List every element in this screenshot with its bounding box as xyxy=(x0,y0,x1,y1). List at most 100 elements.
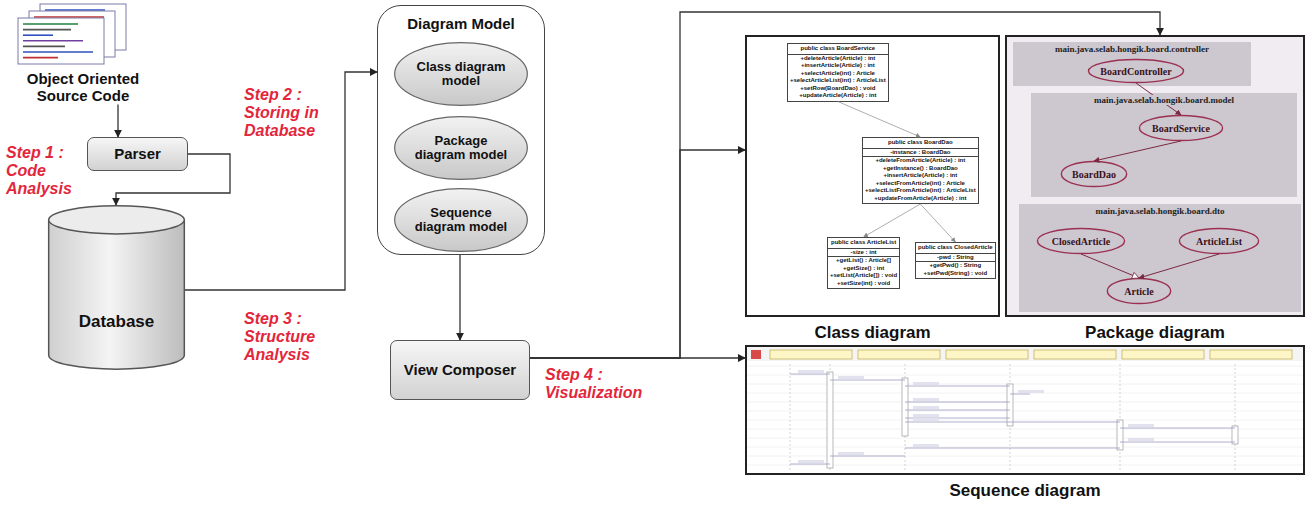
message-text-mark xyxy=(913,382,939,385)
model-ellipse: Sequence diagram model xyxy=(394,188,528,252)
package-ellipse: Article xyxy=(1107,278,1171,304)
class-box: public class ClosedArticle-pwd : String+… xyxy=(915,242,996,279)
source-label: Object Oriented Source Code xyxy=(8,70,158,105)
panel-caption: Sequence diagram xyxy=(747,481,1303,501)
panel-caption: Class diagram xyxy=(747,323,998,343)
code-line xyxy=(23,46,65,48)
lifeline xyxy=(790,364,791,472)
package-name: main.java.selab.hongik.board.model xyxy=(1092,95,1236,105)
step-label: Step 1 : Code Analysis xyxy=(6,144,82,198)
class-name: public class ArticleList xyxy=(828,238,899,248)
class-member: +getList() : Article[] xyxy=(828,256,899,265)
package-panel-ground xyxy=(1007,37,1303,315)
message-text-mark xyxy=(913,398,939,401)
package-ellipse: ArticleList xyxy=(1179,228,1259,254)
node-label: Parser xyxy=(114,145,161,162)
label-holder: Step 2 : Storing in Database xyxy=(244,86,326,140)
code-line xyxy=(23,34,53,36)
label-holder: Step 3 : Structure Analysis xyxy=(244,310,336,364)
package-band: main.java.selab.hongik.board.controllerB… xyxy=(1013,42,1251,86)
class-box: public class ArticleList-size : int+getL… xyxy=(827,237,900,289)
diagram-tab xyxy=(770,350,852,359)
node-label: Database xyxy=(79,312,155,332)
class-name: public class ClosedArticle xyxy=(916,243,995,253)
package-ellipse: BoardService xyxy=(1139,115,1223,141)
process-box: Parser xyxy=(87,137,188,171)
code-line xyxy=(23,51,93,53)
connector xyxy=(864,204,921,237)
package-band: main.java.selab.hongik.board.dtoClosedAr… xyxy=(1019,204,1301,312)
ellipse-shape xyxy=(1061,162,1126,187)
class-member: +getSize() : int xyxy=(828,265,899,273)
code-line xyxy=(23,57,58,59)
message-line xyxy=(830,456,905,457)
message-text-mark xyxy=(798,370,824,373)
node-label: ArticleList xyxy=(1196,236,1242,247)
ellipse-shape xyxy=(1037,229,1124,254)
class-box: public class BoardService+deleteArticle(… xyxy=(787,43,889,102)
ellipse-shape xyxy=(395,189,528,252)
message-line xyxy=(905,402,1010,403)
class-member: +insertArticle(Article) : int xyxy=(863,172,978,180)
lifeline xyxy=(1235,364,1236,472)
node-label: Article xyxy=(1124,286,1153,297)
message-line xyxy=(1120,442,1235,443)
package-name: main.java.selab.hongik.board.controller xyxy=(1053,44,1211,54)
node-label: BoardController xyxy=(1100,66,1171,77)
class-member: +deleteFromArticle(Article) : int xyxy=(863,156,978,165)
activation-bar xyxy=(1007,384,1013,426)
class-member: +insertArticle(Article) : int xyxy=(788,62,888,70)
class-member: +setSize(int) : void xyxy=(828,280,899,288)
node-label: View Composer xyxy=(404,361,516,378)
step-label: Step 2 : Storing in Database xyxy=(244,86,326,140)
model-container: Diagram ModelClass diagram modelPackage … xyxy=(377,5,545,255)
connector xyxy=(1136,83,1181,115)
message-text-mark xyxy=(913,414,939,417)
activation-bar xyxy=(902,378,908,436)
package-ellipse: BoardController xyxy=(1088,59,1184,83)
connector xyxy=(530,357,745,358)
ellipse-shape xyxy=(1179,229,1258,254)
class-member: +updateArticle(Article) : int xyxy=(788,92,888,100)
code-page xyxy=(18,18,104,64)
class-member: -pwd : String xyxy=(916,253,995,262)
class-member: +selectArticleList(int) : ArticleList xyxy=(788,77,888,85)
diagram-tab xyxy=(946,350,1028,359)
connector xyxy=(920,204,955,242)
class-member: -instance : BoardDao xyxy=(863,148,978,157)
connector xyxy=(185,72,377,290)
row-rule xyxy=(747,456,1303,457)
package-ellipse: ClosedArticle xyxy=(1037,228,1125,254)
message-line xyxy=(790,464,830,465)
tab-bar xyxy=(747,347,1303,361)
diagram-tab xyxy=(1210,350,1292,359)
message-line xyxy=(905,448,1120,449)
node-label: Class diagram model xyxy=(412,60,510,88)
class-member: -size : int xyxy=(828,248,899,257)
shape-outline xyxy=(48,205,185,370)
class-name: public class BoardService xyxy=(788,44,888,54)
connector xyxy=(1094,141,1181,161)
activation-bar xyxy=(1232,426,1238,444)
connector xyxy=(116,154,230,205)
code-line xyxy=(23,29,71,31)
connector xyxy=(838,102,921,138)
source-code-icon xyxy=(18,4,126,64)
database-cylinder: Database xyxy=(48,205,185,370)
connector xyxy=(117,105,118,138)
node-label: Package diagram model xyxy=(412,134,510,162)
class-member: +setList(Article[]) : void xyxy=(828,272,899,280)
class-member: +setPwd(String) : void xyxy=(916,270,995,278)
class-member: +getPwd() : String xyxy=(916,261,995,270)
panel-caption: Package diagram xyxy=(1007,323,1303,343)
class-member: +selectFromArticle(int) : Article xyxy=(863,180,978,188)
class-member: +deleteArticle(Article) : int xyxy=(788,54,888,63)
class-name: public class BoardDao xyxy=(863,138,978,148)
message-line xyxy=(1010,394,1030,395)
diagram-tab xyxy=(858,350,940,359)
connector xyxy=(530,12,1160,358)
ellipse-shape xyxy=(395,117,528,180)
message-text-mark xyxy=(1018,390,1044,393)
message-line xyxy=(905,386,1010,387)
